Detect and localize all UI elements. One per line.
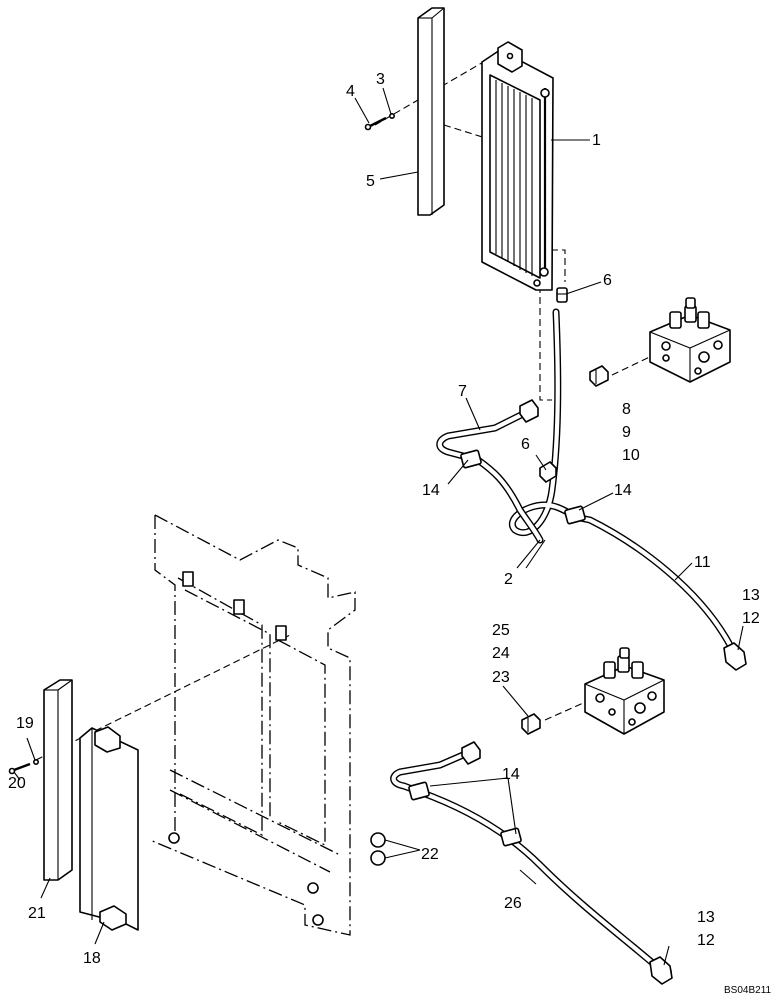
callout-26: 26 <box>504 895 522 912</box>
callout-8: 8 <box>622 401 631 418</box>
foam-strip-lower <box>43 679 73 881</box>
callout-22: 22 <box>421 846 439 863</box>
callout-7: 7 <box>458 383 467 400</box>
callout-20: 20 <box>8 775 26 792</box>
callout-5: 5 <box>366 173 375 190</box>
callout-14-lower: 14 <box>502 766 520 783</box>
callout-9: 9 <box>622 424 631 441</box>
callout-23: 23 <box>492 669 510 686</box>
cover-panel <box>79 726 139 931</box>
callout-21: 21 <box>28 905 46 922</box>
bolt-upper <box>364 113 395 131</box>
valve-block-lower <box>584 647 665 735</box>
callout-12-lower: 12 <box>697 932 715 949</box>
callout-1: 1 <box>592 132 601 149</box>
callout-6-lower: 6 <box>521 436 530 453</box>
callout-14-left: 14 <box>422 482 440 499</box>
callout-19: 19 <box>16 715 34 732</box>
elbow-fitting-upper <box>556 287 568 303</box>
callout-25: 25 <box>492 622 510 639</box>
adapter-fitting-upper <box>589 365 609 387</box>
valve-block-upper <box>649 297 731 383</box>
callout-11: 11 <box>694 554 711 571</box>
oil-cooler <box>481 41 554 291</box>
alignment-lines <box>35 56 661 761</box>
foam-strip-upper <box>417 7 445 216</box>
callout-3: 3 <box>376 71 385 88</box>
callout-13-upper: 13 <box>742 587 760 604</box>
plugs <box>370 832 386 866</box>
drawing-reference: BS04B211 <box>724 985 772 996</box>
callout-4: 4 <box>346 83 355 100</box>
adapter-fitting-lower <box>521 713 541 735</box>
callout-10: 10 <box>622 447 640 464</box>
mounting-frame <box>149 514 356 936</box>
callout-labels: 1 2 3 4 5 6 6 7 8 9 10 11 12 13 14 14 14… <box>8 71 772 996</box>
leader-lines <box>13 87 744 966</box>
hose-lower-assembly <box>390 741 673 985</box>
callout-13-lower: 13 <box>697 909 715 926</box>
callout-18: 18 <box>83 950 101 967</box>
callout-12-upper: 12 <box>742 610 760 627</box>
callout-24: 24 <box>492 645 510 662</box>
callout-2: 2 <box>504 571 513 588</box>
callout-6-upper: 6 <box>603 272 612 289</box>
bolt-lower <box>8 758 39 775</box>
callout-14-right: 14 <box>614 482 632 499</box>
